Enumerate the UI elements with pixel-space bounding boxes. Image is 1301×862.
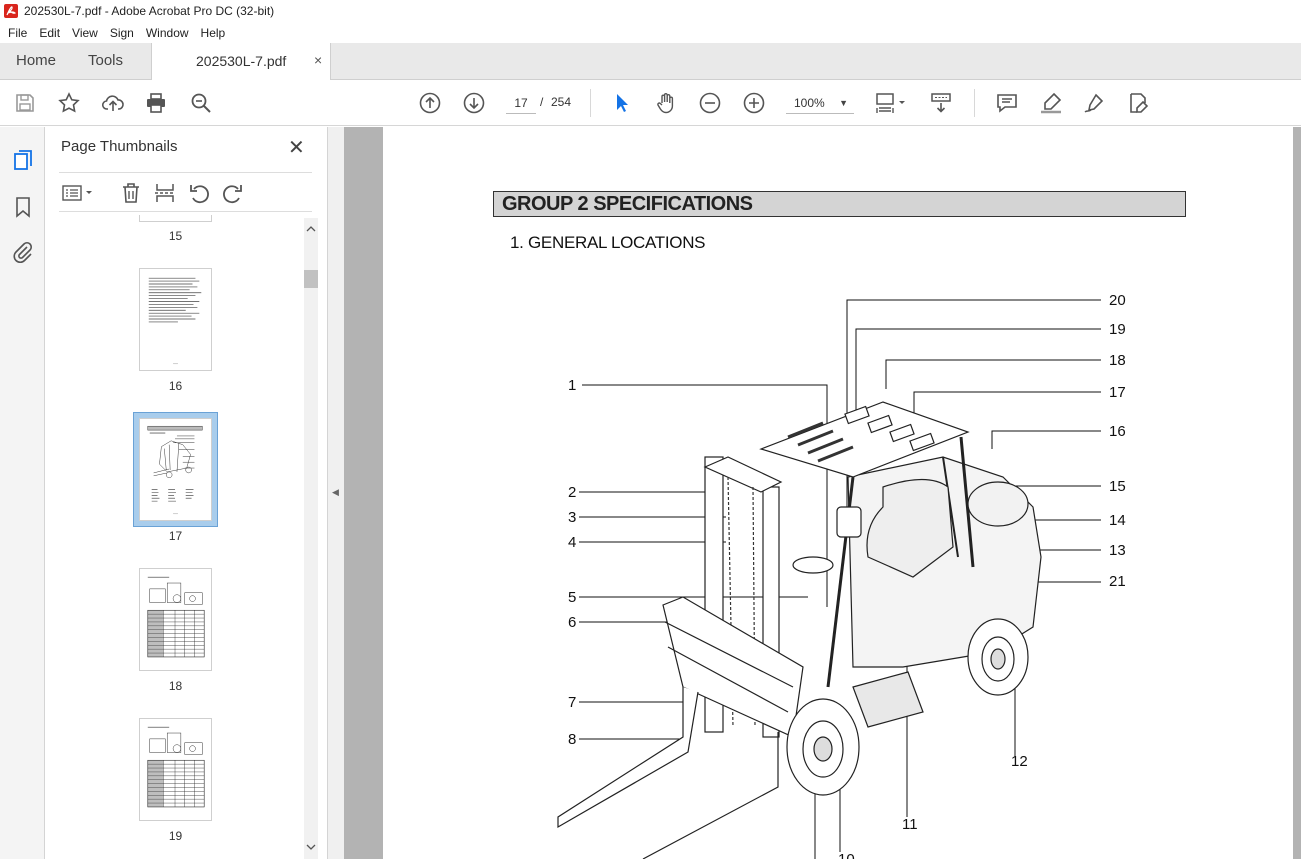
- page-separator: /: [540, 95, 544, 109]
- callout-13: 13: [1109, 542, 1126, 559]
- next-page-icon[interactable]: [462, 91, 486, 115]
- page-total: 254: [551, 95, 572, 109]
- page-fit-icon[interactable]: [875, 91, 909, 115]
- menu-help[interactable]: Help: [200, 25, 226, 40]
- toolbar: 17 / 254 100% ▼: [0, 80, 1301, 126]
- tab-bar: Home Tools 202530L-7.pdf ×: [0, 43, 1301, 80]
- callout-12: 12: [1011, 753, 1028, 770]
- callout-1: 1: [568, 377, 576, 394]
- callout-15: 15: [1109, 478, 1126, 495]
- zoom-level-value: 100%: [794, 96, 825, 110]
- options-menu-icon[interactable]: [61, 181, 97, 205]
- menu-edit[interactable]: Edit: [39, 25, 61, 40]
- callout-8: 8: [568, 731, 576, 748]
- bookmark-star-icon[interactable]: [57, 91, 81, 115]
- thumbnail-page-number: 18: [168, 679, 183, 693]
- group-title: GROUP 2 SPECIFICATIONS: [493, 191, 1186, 217]
- thumbnail-list: 15 16: [59, 215, 303, 859]
- callout-16: 16: [1109, 423, 1126, 440]
- delete-page-icon[interactable]: [119, 181, 143, 205]
- callout-17: 17: [1109, 384, 1126, 401]
- tab-tools[interactable]: Tools: [88, 52, 124, 69]
- title-bar: 202530L-7.pdf - Adobe Acrobat Pro DC (32…: [0, 0, 1301, 22]
- page-number-input[interactable]: 17: [506, 92, 536, 114]
- left-navigation-rail: [0, 127, 45, 859]
- rotate-clockwise-icon[interactable]: [221, 181, 245, 205]
- callout-3: 3: [568, 509, 576, 526]
- extract-pages-icon[interactable]: [153, 181, 177, 205]
- window-title: 202530L-7.pdf - Adobe Acrobat Pro DC (32…: [24, 4, 275, 18]
- thumbnail-toolbar: [59, 172, 312, 212]
- thumbnail-page[interactable]: [139, 215, 212, 222]
- scrollbar-thumb[interactable]: [304, 270, 318, 288]
- panel-title: Page Thumbnails: [61, 138, 178, 155]
- thumbnail-page-number: 15: [168, 229, 183, 243]
- menu-file[interactable]: File: [8, 25, 28, 40]
- callout-19: 19: [1109, 321, 1126, 338]
- thumbnail-page-number: 19: [168, 829, 183, 843]
- sign-pen-icon[interactable]: [1082, 91, 1106, 115]
- callout-2: 2: [568, 484, 576, 501]
- menu-window[interactable]: Window: [145, 25, 189, 40]
- rotate-counterclockwise-icon[interactable]: [187, 181, 211, 205]
- menu-bar: File Edit View Sign Window Help: [0, 22, 1301, 43]
- callout-18: 18: [1109, 352, 1126, 369]
- tab-close-icon[interactable]: ×: [314, 52, 323, 68]
- page-thumbnails-panel: Page Thumbnails ✕ 15: [45, 127, 327, 859]
- edit-pdf-icon[interactable]: [1126, 91, 1150, 115]
- bookmarks-icon[interactable]: [11, 195, 35, 219]
- thumbnail-page[interactable]: [139, 718, 212, 821]
- close-icon[interactable]: ✕: [288, 137, 305, 159]
- zoom-in-icon[interactable]: [742, 91, 766, 115]
- callout-21: 21: [1109, 573, 1126, 590]
- thumbnail-scrollbar[interactable]: [304, 218, 318, 859]
- section-title: 1. GENERAL LOCATIONS: [510, 233, 706, 252]
- upload-cloud-icon[interactable]: [101, 91, 125, 115]
- thumbnail-page-number: 17: [168, 529, 183, 543]
- panel-collapse-handle[interactable]: ◀: [327, 127, 344, 859]
- highlight-pen-icon[interactable]: [1039, 91, 1063, 115]
- zoom-out-icon[interactable]: [698, 91, 722, 115]
- print-icon[interactable]: [144, 91, 168, 115]
- acrobat-icon: [4, 4, 18, 18]
- page-thumbnails-icon[interactable]: [11, 148, 35, 172]
- callout-10: 10: [838, 851, 855, 859]
- chevron-left-icon: ◀: [332, 487, 339, 497]
- thumbnail-page[interactable]: [139, 568, 212, 671]
- thumbnail-page-selected[interactable]: [139, 418, 212, 521]
- callout-7: 7: [568, 694, 576, 711]
- callout-14: 14: [1109, 512, 1126, 529]
- thumbnail-page-number: 16: [168, 379, 183, 393]
- comment-icon[interactable]: [995, 91, 1019, 115]
- pdf-page: GROUP 2 SPECIFICATIONS 1. GENERAL LOCATI…: [383, 127, 1293, 859]
- menu-view[interactable]: View: [72, 25, 98, 40]
- toolbar-divider: [974, 89, 975, 117]
- zoom-search-icon[interactable]: [189, 91, 213, 115]
- callout-5: 5: [568, 589, 576, 606]
- forklift-diagram: 1 2 3 4 5 6 7 8 10 11 12 13 14 15 16 17 …: [557, 292, 1126, 859]
- callout-20: 20: [1109, 292, 1126, 309]
- attachments-icon[interactable]: [11, 240, 35, 264]
- tab-document-label: 202530L-7.pdf: [196, 53, 287, 69]
- select-cursor-icon[interactable]: [610, 91, 634, 115]
- hand-tool-icon[interactable]: [654, 91, 678, 115]
- callout-6: 6: [568, 614, 576, 631]
- save-icon[interactable]: [13, 91, 37, 115]
- tab-home[interactable]: Home: [16, 52, 57, 69]
- prev-page-icon[interactable]: [418, 91, 442, 115]
- thumbnail-page[interactable]: [139, 268, 212, 371]
- tab-document[interactable]: 202530L-7.pdf ×: [151, 43, 331, 80]
- toolbar-divider: [590, 89, 591, 117]
- chevron-down-icon: ▼: [839, 98, 848, 108]
- menu-sign[interactable]: Sign: [109, 25, 134, 40]
- scroll-mode-icon[interactable]: [929, 91, 953, 115]
- callout-11: 11: [902, 816, 918, 833]
- zoom-level-select[interactable]: 100% ▼: [786, 92, 854, 114]
- callout-4: 4: [568, 534, 576, 551]
